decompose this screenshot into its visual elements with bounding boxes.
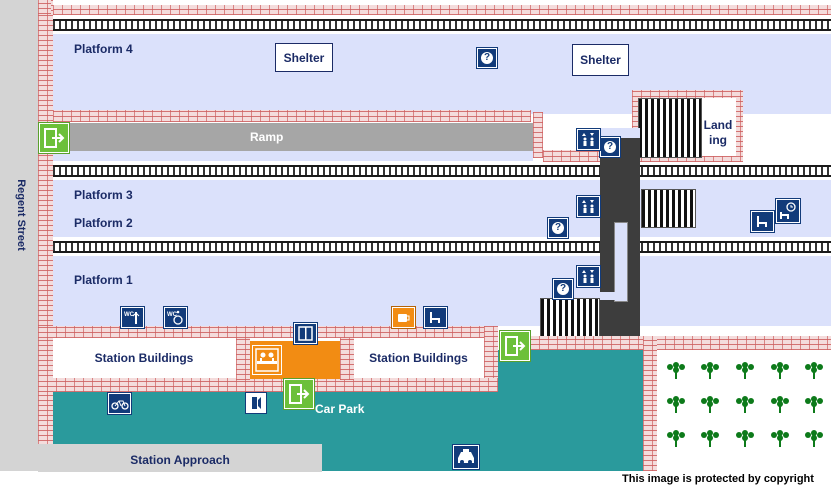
regent-street-road (0, 0, 38, 471)
seat-icon (751, 211, 774, 232)
regent-street-label: Regent Street (15, 179, 27, 251)
tree-icon (733, 430, 754, 447)
shelter-right: Shelter (572, 44, 629, 76)
boundary-wall-left-top (38, 0, 51, 14)
help-point-symbol: ? (481, 52, 493, 64)
taxi-icon (453, 445, 479, 469)
tree-icon (802, 362, 823, 379)
exit-icon (39, 123, 69, 153)
station-wall-right (484, 326, 498, 392)
platform-3-label: Platform 3 (74, 188, 133, 202)
platform-1-steps (540, 298, 600, 338)
platform-2-label: Platform 2 (74, 216, 133, 230)
waiting-room-icon (776, 199, 800, 223)
landing-label: Land ing (702, 118, 734, 148)
station-buildings-right-label: Station Buildings (369, 351, 468, 365)
cafe-icon (392, 307, 415, 328)
tree-icon (698, 362, 719, 379)
lift-icon (577, 266, 600, 287)
station-wall-bottom (38, 378, 498, 392)
platform-4-label: Platform 4 (74, 42, 133, 56)
platform-1-south-wall-right (530, 336, 831, 350)
copyright-notice: This image is protected by copyright (622, 473, 814, 485)
tree-icon (698, 396, 719, 413)
tree-icon (802, 430, 823, 447)
station-divider-1 (236, 338, 250, 380)
platform-3-2 (53, 180, 831, 237)
car-park-label: Car Park (315, 402, 365, 416)
lift-icon (577, 129, 600, 150)
station-approach (38, 444, 322, 472)
tree-icon (768, 362, 789, 379)
tree-icon (733, 362, 754, 379)
ramp-wall (53, 110, 531, 122)
station-buildings-right: Station Buildings (354, 339, 483, 377)
help-point-symbol: ? (604, 141, 616, 153)
lift-icon (577, 196, 600, 217)
tree-icon (664, 396, 685, 413)
boundary-wall-left (38, 0, 53, 471)
exit-icon (500, 331, 530, 361)
toilet-icon: WC (121, 307, 144, 328)
track-4-3 (53, 162, 831, 180)
ramp-end-wall (533, 112, 543, 158)
platform-3-steps (641, 189, 696, 228)
shelter-left: Shelter (275, 43, 333, 72)
station-buildings-left: Station Buildings (53, 339, 235, 377)
track-2-1 (53, 238, 831, 256)
lift-icon (294, 323, 317, 344)
park-wall (643, 336, 657, 471)
platform-4-lower (53, 151, 533, 161)
footbridge-stair-end (600, 292, 626, 300)
bicycle-icon (108, 393, 131, 414)
platform-1-label: Platform 1 (74, 273, 133, 287)
station-approach-label: Station Approach (130, 453, 230, 467)
help-point-icon: ? (548, 218, 568, 238)
accessible-toilet-icon: WC (164, 307, 187, 328)
help-point-icon: ? (553, 279, 573, 299)
landing-steps (638, 98, 702, 158)
landing-label-line1: Land (703, 118, 733, 132)
accessible-toilet-wc-text: WC (167, 312, 178, 318)
telephone-icon (246, 393, 266, 413)
help-point-icon: ? (477, 48, 497, 68)
station-wall-top (38, 326, 496, 338)
seat-icon (424, 307, 447, 328)
station-divider-2 (340, 338, 354, 380)
ramp (66, 123, 533, 151)
ramp-label: Ramp (250, 130, 284, 144)
help-point-icon: ? (600, 137, 620, 157)
shelter-left-label: Shelter (283, 50, 325, 65)
tree-icon (768, 396, 789, 413)
tree-icon (802, 396, 823, 413)
shelter-right-label: Shelter (580, 53, 621, 67)
station-buildings-left-label: Station Buildings (94, 351, 194, 365)
top-wall (53, 5, 831, 15)
tree-icon (664, 430, 685, 447)
tree-icon (664, 362, 685, 379)
ticket-office-icon (252, 345, 282, 375)
help-point-symbol: ? (552, 222, 564, 234)
landing-label-line2: ing (709, 133, 727, 147)
toilet-wc-text: WC (124, 312, 135, 318)
footbridge-stair (614, 222, 628, 302)
help-point-symbol: ? (557, 283, 569, 295)
track-top (53, 16, 831, 34)
tree-icon (698, 430, 719, 447)
tree-icon (733, 396, 754, 413)
tree-icon (768, 430, 789, 447)
exit-icon (284, 379, 314, 409)
bridge-wall (543, 150, 613, 162)
